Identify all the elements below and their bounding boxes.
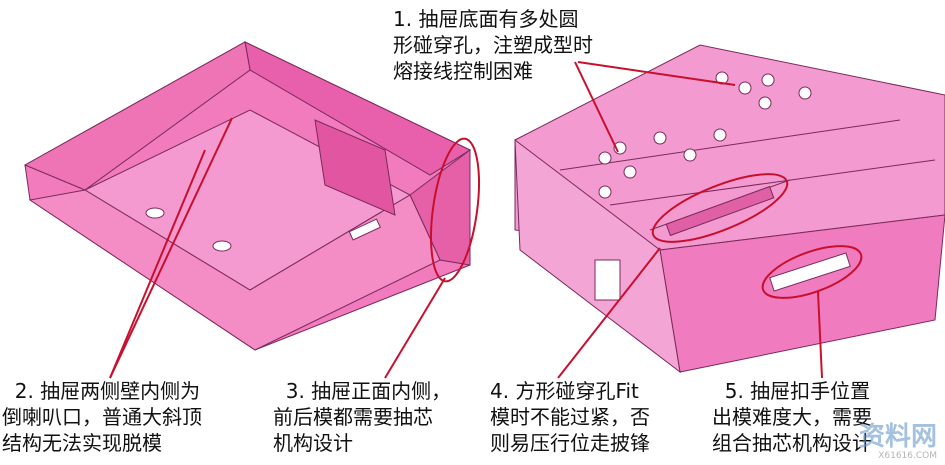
annotation-line: 4. 方形碰穿孔Fit — [490, 379, 639, 403]
square-hole — [665, 185, 775, 237]
left-drawer-rib — [314, 119, 396, 216]
hole — [623, 165, 637, 179]
arrow-3 — [384, 277, 446, 379]
right-drawer — [514, 44, 945, 374]
watermark-name: 资料网 — [858, 422, 937, 452]
callout-ellipse-grip — [761, 245, 863, 299]
arrow-2a — [109, 117, 233, 379]
rib — [559, 119, 901, 171]
callout-ellipse-front — [430, 137, 480, 283]
annotation-line: 形碰穿孔，注塑成型时 — [393, 33, 593, 57]
annotation-line: 则易压行位走披锋 — [490, 431, 650, 455]
drawer-grip — [769, 252, 851, 292]
right-drawer-side — [514, 138, 681, 374]
annotation-line: 倒喇叭口，普通大斜顶 — [2, 405, 202, 429]
left-drawer — [23, 41, 472, 351]
watermark-url: X61616.COM — [878, 451, 937, 461]
hole — [145, 207, 165, 219]
callout-ellipse-square-hole — [651, 173, 789, 243]
arrow-2b — [109, 149, 206, 379]
hole — [713, 128, 727, 142]
hole — [758, 96, 772, 110]
hole — [653, 131, 667, 145]
arrow-5 — [817, 291, 823, 379]
rib — [609, 159, 936, 206]
annotation-5: 5. 抽屉扣手位置出模难度大，需要组合抽芯机构设计 — [712, 378, 872, 456]
annotation-line: 机构设计 — [273, 431, 353, 455]
annotation-line: 组合抽芯机构设计 — [712, 431, 872, 455]
annotation-1: 1. 抽屉底面有多处圆形碰穿孔，注塑成型时熔接线控制困难 — [393, 6, 593, 84]
annotation-line: 模时不能过紧，否 — [490, 405, 650, 429]
callouts — [109, 61, 863, 379]
side-grip — [594, 259, 621, 301]
left-drawer-left-wall — [23, 41, 251, 191]
annotation-line: 前后模都需要抽芯 — [273, 405, 433, 429]
arrow-1a — [574, 61, 619, 153]
annotation-line: 3. 抽屉正面内侧， — [273, 379, 452, 403]
annotation-line: 结构无法实现脱模 — [2, 431, 162, 455]
left-drawer-front — [28, 189, 441, 351]
hole — [761, 73, 775, 87]
annotation-3: 3. 抽屉正面内侧，前后模都需要抽芯机构设计 — [273, 378, 451, 456]
annotation-line: 2. 抽屉两侧壁内侧为 — [2, 379, 201, 403]
annotation-line: 熔接线控制困难 — [393, 59, 533, 83]
annotation-2: 2. 抽屉两侧壁内侧为倒喇叭口，普通大斜顶结构无法实现脱模 — [2, 378, 202, 456]
hole — [212, 240, 232, 252]
round-holes — [598, 71, 812, 199]
right-drawer-bottom — [514, 44, 945, 251]
annotation-line: 出模难度大，需要 — [712, 405, 872, 429]
arrow-1b — [577, 61, 736, 86]
annotation-line: 1. 抽屉底面有多处圆 — [393, 7, 579, 31]
annotation-line: 5. 抽屉扣手位置 — [712, 379, 871, 403]
hole — [598, 151, 612, 165]
arrow-4 — [557, 247, 661, 379]
hole — [798, 86, 812, 100]
hole — [738, 81, 752, 95]
hole — [683, 148, 697, 162]
hole — [598, 185, 612, 199]
left-drawer-handle-slot — [348, 218, 381, 241]
